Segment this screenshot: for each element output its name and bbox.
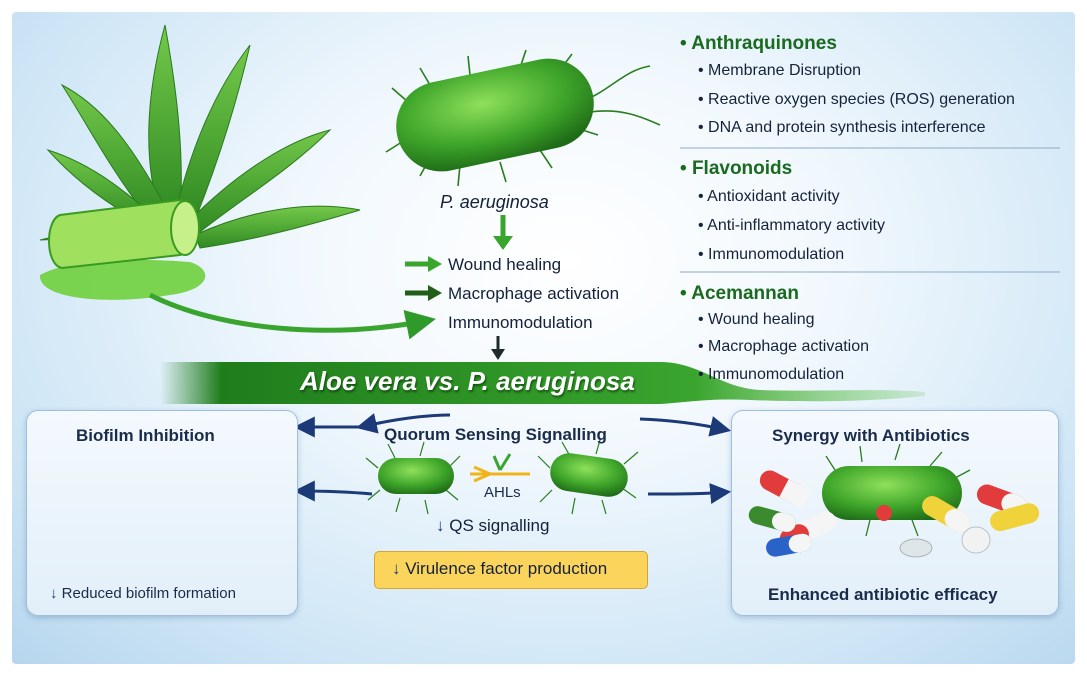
center-effect: Macrophage activation	[448, 284, 620, 303]
synergy-title: Synergy with Antibiotics	[772, 426, 970, 445]
mechanism-item: • Reactive oxygen species (ROS) generati…	[698, 91, 1015, 108]
flow-arrows	[293, 413, 732, 504]
mechanism-item: • Membrane Disruption	[698, 62, 861, 79]
mechanism-item: • Anti-inflammatory activity	[698, 217, 885, 234]
mechanism-item: • DNA and protein synthesis interference	[698, 119, 986, 136]
mechanism-item: • Immunomodulation	[698, 246, 845, 263]
qs-caption: ↓ QS signalling	[436, 516, 550, 535]
title-banner	[160, 362, 925, 404]
quorum-bacteria	[365, 439, 639, 515]
ahl-label: AHLs	[484, 484, 521, 501]
mechanism-heading: • Anthraquinones	[680, 33, 837, 54]
mechanism-item: • Immunomodulation	[698, 366, 845, 383]
aloe-to-effects-arrow	[148, 292, 436, 340]
mechanism-heading: • Acemannan	[680, 283, 799, 304]
mechanism-heading: • Flavonoids	[680, 158, 793, 179]
biofilm-panel	[26, 410, 298, 616]
bacterium-illustration	[385, 49, 661, 187]
synergy-caption: Enhanced antibiotic efficacy	[768, 585, 998, 604]
mechanism-item: • Macrophage activation	[698, 338, 870, 355]
center-effect: Wound healing	[448, 255, 562, 274]
page-title: Aloe vera vs. P. aeruginosa	[300, 366, 635, 396]
center-arrows	[405, 215, 513, 360]
biofilm-title: Biofilm Inhibition	[76, 426, 215, 445]
virulence-caption: ↓ Virulence factor production	[392, 559, 608, 578]
mechanism-item: • Antioxidant activity	[698, 188, 840, 205]
aloe-plant-illustration	[39, 24, 361, 300]
biofilm-caption: ↓ Reduced biofilm formation	[50, 585, 236, 602]
mechanism-item: • Wound healing	[698, 311, 815, 328]
virulence-badge	[374, 551, 648, 589]
bacterium-label: P. aeruginosa	[440, 192, 549, 212]
quorum-title: Quorum Sensing Signalling	[384, 425, 607, 444]
center-effect: Immunomodulation	[448, 313, 593, 332]
